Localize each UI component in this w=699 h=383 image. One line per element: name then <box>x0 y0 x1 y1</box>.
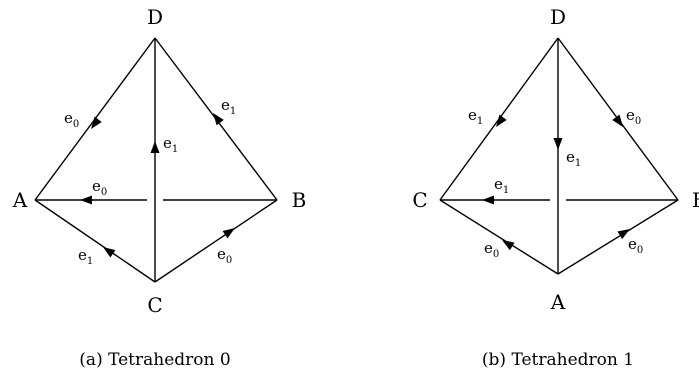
arrow-ca <box>103 247 116 258</box>
arrow-da <box>553 138 563 150</box>
arrow-dc <box>496 114 507 127</box>
arrow-ba <box>80 195 92 205</box>
tetrahedron-0: D A B C e0 e1 e1 e0 e1 e0 (a) Tetrahedro… <box>12 5 307 370</box>
arrow-db <box>612 114 623 127</box>
edge-label-horizontal: e1 <box>494 175 509 196</box>
vertex-bottom-label: C <box>147 293 162 317</box>
edge-ab <box>557 199 679 275</box>
vertex-left-label: C <box>412 188 427 212</box>
edge-label-bottom-right: e0 <box>628 235 643 256</box>
vertex-top-label: D <box>550 5 566 29</box>
arrow-cd <box>150 141 160 153</box>
edge-ac <box>439 199 559 275</box>
tetrahedron-1: D C B A e1 e0 e1 e1 e0 e0 (b) Tetrahedro… <box>412 5 699 370</box>
edge-bc <box>154 199 278 283</box>
vertex-right-label: B <box>692 188 699 212</box>
edge-label-vertical: e1 <box>163 134 178 155</box>
edge-ca <box>34 199 156 283</box>
arrow-da <box>91 116 102 129</box>
caption-b: (b) Tetrahedron 1 <box>482 350 634 370</box>
arrow-bc <box>482 195 494 205</box>
vertex-right-label: B <box>292 188 307 212</box>
vertex-left-label: A <box>12 188 28 212</box>
edge-label-vertical: e1 <box>566 148 581 169</box>
edge-label-bottom-left: e1 <box>78 246 93 267</box>
edge-label-horizontal: e0 <box>92 177 107 198</box>
arrow-cb <box>222 228 235 239</box>
edge-label-top-right: e0 <box>626 106 641 127</box>
vertex-top-label: D <box>147 5 163 29</box>
edge-label-bottom-right: e0 <box>217 245 232 266</box>
edge-label-top-left: e1 <box>468 106 483 127</box>
edge-label-top-left: e0 <box>64 109 79 130</box>
vertex-bottom-label: A <box>550 290 566 314</box>
arrow-bd <box>213 113 224 126</box>
edge-label-top-right: e1 <box>221 96 236 117</box>
arrow-ab <box>617 229 630 240</box>
edge-label-bottom-left: e0 <box>484 239 499 260</box>
caption-a: (a) Tetrahedron 0 <box>79 350 230 370</box>
arrow-ac <box>502 240 515 251</box>
